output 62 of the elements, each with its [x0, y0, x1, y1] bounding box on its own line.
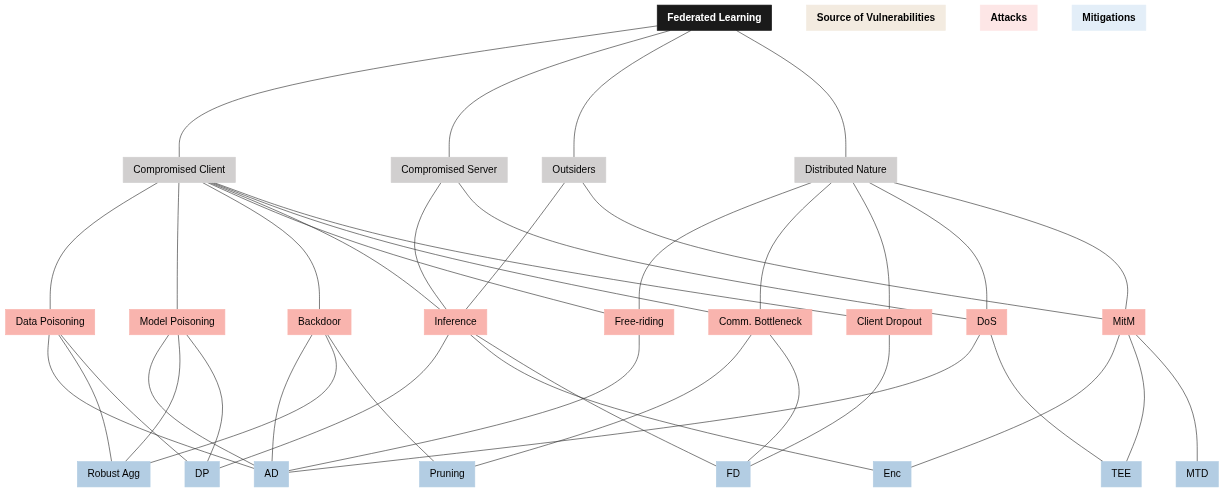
- node-box: MitM: [1102, 309, 1146, 336]
- connector: [148, 334, 255, 466]
- connector: [288, 334, 981, 473]
- node-box: DoS: [966, 309, 1008, 336]
- connector: [219, 334, 449, 469]
- connector: [869, 182, 988, 310]
- connector: [207, 182, 605, 314]
- connector: [213, 182, 848, 316]
- connector: [747, 334, 800, 462]
- connector: [125, 334, 181, 462]
- node-box: Pruning: [419, 461, 476, 488]
- node-box: Compromised Server: [390, 156, 508, 183]
- connector: [749, 334, 890, 467]
- node-box: Outsiders: [541, 156, 607, 183]
- connector: [176, 182, 180, 310]
- connector: [47, 334, 255, 469]
- node-box: Backdoor: [287, 309, 352, 336]
- connector: [178, 25, 658, 158]
- connector: [573, 30, 692, 158]
- connector: [852, 182, 890, 310]
- connector: [58, 334, 112, 462]
- node-box: Robust Agg: [77, 461, 151, 488]
- connector: [288, 334, 640, 471]
- node-box: Data Poisoning: [5, 309, 96, 336]
- node-box: Source of Vulnerabilities: [806, 4, 946, 31]
- node-box: Comm. Bottleneck: [708, 309, 813, 336]
- node-box: Enc: [872, 461, 912, 488]
- connector: [186, 334, 223, 462]
- connector: [458, 182, 968, 320]
- node-box: FD: [716, 461, 751, 488]
- connector: [470, 334, 874, 471]
- connector: [760, 182, 832, 310]
- connector: [60, 334, 188, 462]
- node-box: Free-riding: [604, 309, 675, 336]
- connector: [209, 182, 441, 310]
- connector: [202, 182, 320, 310]
- node-box: Model Poisoning: [129, 309, 226, 336]
- connector: [465, 182, 565, 310]
- connector: [638, 182, 812, 310]
- connector: [49, 182, 159, 310]
- node-box: TEE: [1100, 461, 1142, 488]
- node-box: AD: [253, 461, 289, 488]
- node-box: Compromised Client: [122, 156, 236, 183]
- node-box: Inference: [423, 309, 488, 336]
- node-box: MTD: [1175, 461, 1219, 488]
- connector: [1126, 334, 1145, 462]
- connector: [327, 334, 435, 462]
- connector: [910, 334, 1120, 468]
- connector: [1135, 334, 1198, 462]
- node-box: Distributed Nature: [794, 156, 898, 183]
- connector: [582, 182, 1104, 320]
- connector: [271, 334, 313, 462]
- connector: [149, 334, 337, 464]
- node-box: Mitigations: [1071, 4, 1147, 31]
- connector: [736, 30, 847, 158]
- node-box: Client Dropout: [846, 309, 933, 336]
- node-box: DP: [184, 461, 220, 488]
- connector: [414, 182, 447, 310]
- node-box: Attacks: [979, 4, 1038, 31]
- connector: [990, 334, 1104, 462]
- connector: [211, 182, 710, 313]
- node-box: Federated Learning: [656, 4, 772, 31]
